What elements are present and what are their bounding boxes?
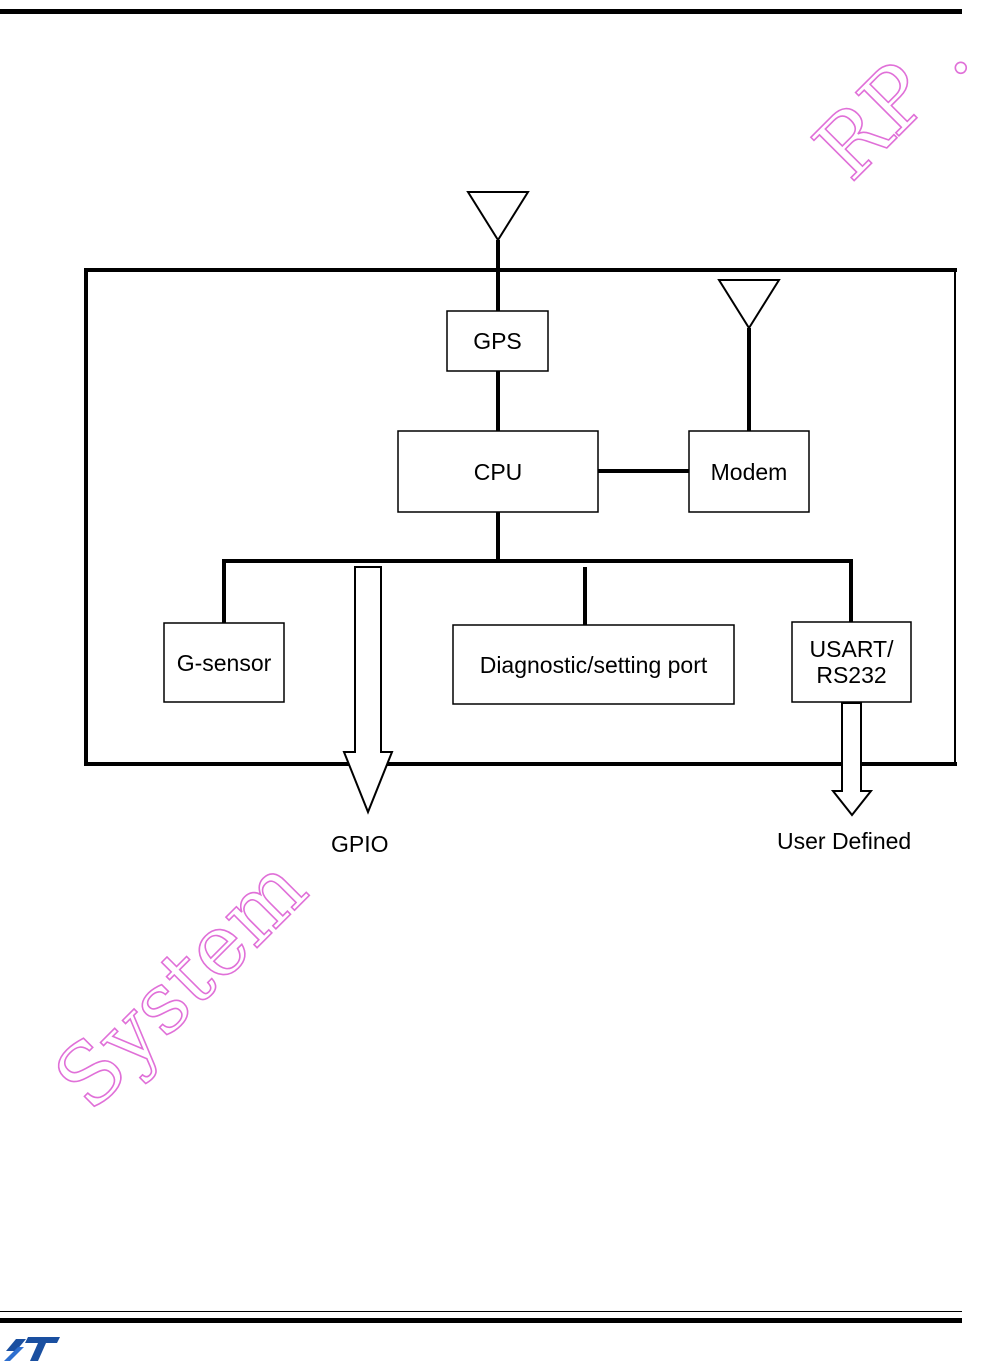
footer-rule-thick <box>0 1318 962 1323</box>
g-sensor-label: G-sensor <box>164 623 284 702</box>
gps-label: GPS <box>447 311 548 371</box>
gps-antenna-icon <box>468 192 528 240</box>
company-logo-icon <box>2 1333 62 1363</box>
modem-label: Modem <box>689 431 809 512</box>
cpu-label: CPU <box>398 431 598 512</box>
usart-label-line1: USART/ <box>810 636 894 662</box>
footer-rule-thin <box>0 1311 962 1312</box>
user-defined-output-label: User Defined <box>777 828 911 855</box>
logo-letter-t-bar <box>25 1337 60 1343</box>
user-defined-output-arrow <box>833 703 871 815</box>
gpio-output-arrow <box>344 567 392 812</box>
usart-label-line2: RS232 <box>816 662 886 688</box>
modem-antenna-icon <box>719 280 779 328</box>
logo-letter-t-stem <box>30 1343 46 1361</box>
diagnostic-port-label: Diagnostic/setting port <box>453 625 734 704</box>
usart-label: USART/ RS232 <box>792 622 911 702</box>
gpio-output-label: GPIO <box>331 831 389 858</box>
